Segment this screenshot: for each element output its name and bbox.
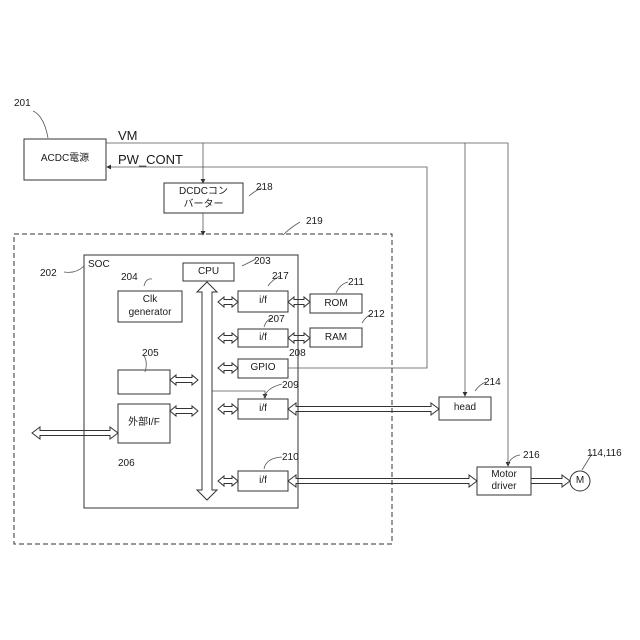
clk-label-2: generator xyxy=(118,307,182,319)
bus-to-if-ram xyxy=(218,333,238,343)
blank-block-box xyxy=(118,370,170,394)
motor-driver-label-1: Motor xyxy=(477,469,531,481)
ref-214: 214 xyxy=(484,377,501,389)
soc-box xyxy=(84,255,298,508)
bus-to-if-rom xyxy=(218,297,238,307)
ref-211: 211 xyxy=(348,277,364,289)
bus-to-if-motor xyxy=(218,476,238,486)
rom-label: ROM xyxy=(310,298,362,310)
motor-label: M xyxy=(570,475,590,487)
motor-driver-label-2: driver xyxy=(477,481,531,493)
ref-204: 204 xyxy=(121,272,138,284)
ref-203: 203 xyxy=(254,256,271,268)
soc-label: SOC xyxy=(88,259,110,271)
ref-217: 217 xyxy=(272,271,289,283)
ifmotor-to-motordriver xyxy=(288,475,477,487)
external-to-extif xyxy=(32,427,118,439)
gpio-label: GPIO xyxy=(238,362,288,374)
ifram-to-ram xyxy=(288,333,310,343)
ref-202: 202 xyxy=(40,268,57,280)
ref-208: 208 xyxy=(289,348,306,360)
ext-if-label: 外部I/F xyxy=(118,417,170,429)
ref-206: 206 xyxy=(118,458,135,470)
dcdc-label-2: バーター xyxy=(164,199,243,211)
block205-to-bus xyxy=(170,375,198,385)
if-motor-label: i/f xyxy=(238,475,288,487)
cpu-label: CPU xyxy=(183,266,234,278)
ref-218: 218 xyxy=(256,182,273,194)
ref-207: 207 xyxy=(268,314,285,326)
motordriver-to-motor xyxy=(531,475,570,487)
vm-label: VM xyxy=(118,128,138,143)
pw-cont-label: PW_CONT xyxy=(118,152,183,167)
if-ram-label: i/f xyxy=(238,332,288,344)
if-head-label: i/f xyxy=(238,403,288,415)
acdc-label: ACDC電源 xyxy=(24,153,106,165)
ref-219: 219 xyxy=(306,216,323,228)
ref-201: 201 xyxy=(14,98,31,110)
bus-signal-to-if209 xyxy=(212,391,265,398)
ref-motor: 114,116 xyxy=(587,448,622,460)
ifrom-to-rom xyxy=(288,297,310,307)
ref-216: 216 xyxy=(523,450,540,462)
clk-label-1: Clk xyxy=(118,294,182,306)
ref-205: 205 xyxy=(142,348,159,360)
ref-212: 212 xyxy=(368,309,385,321)
ram-label: RAM xyxy=(310,332,362,344)
if-rom-label: i/f xyxy=(238,295,288,307)
ifhead-to-head xyxy=(288,403,439,415)
bus-to-if-head xyxy=(218,404,238,414)
dcdc-label-1: DCDCコン xyxy=(164,186,243,198)
ref-210: 210 xyxy=(282,452,299,464)
head-label: head xyxy=(439,402,491,414)
bus-to-gpio xyxy=(218,363,238,373)
extif-to-bus xyxy=(170,406,198,416)
ref-209: 209 xyxy=(282,380,299,392)
